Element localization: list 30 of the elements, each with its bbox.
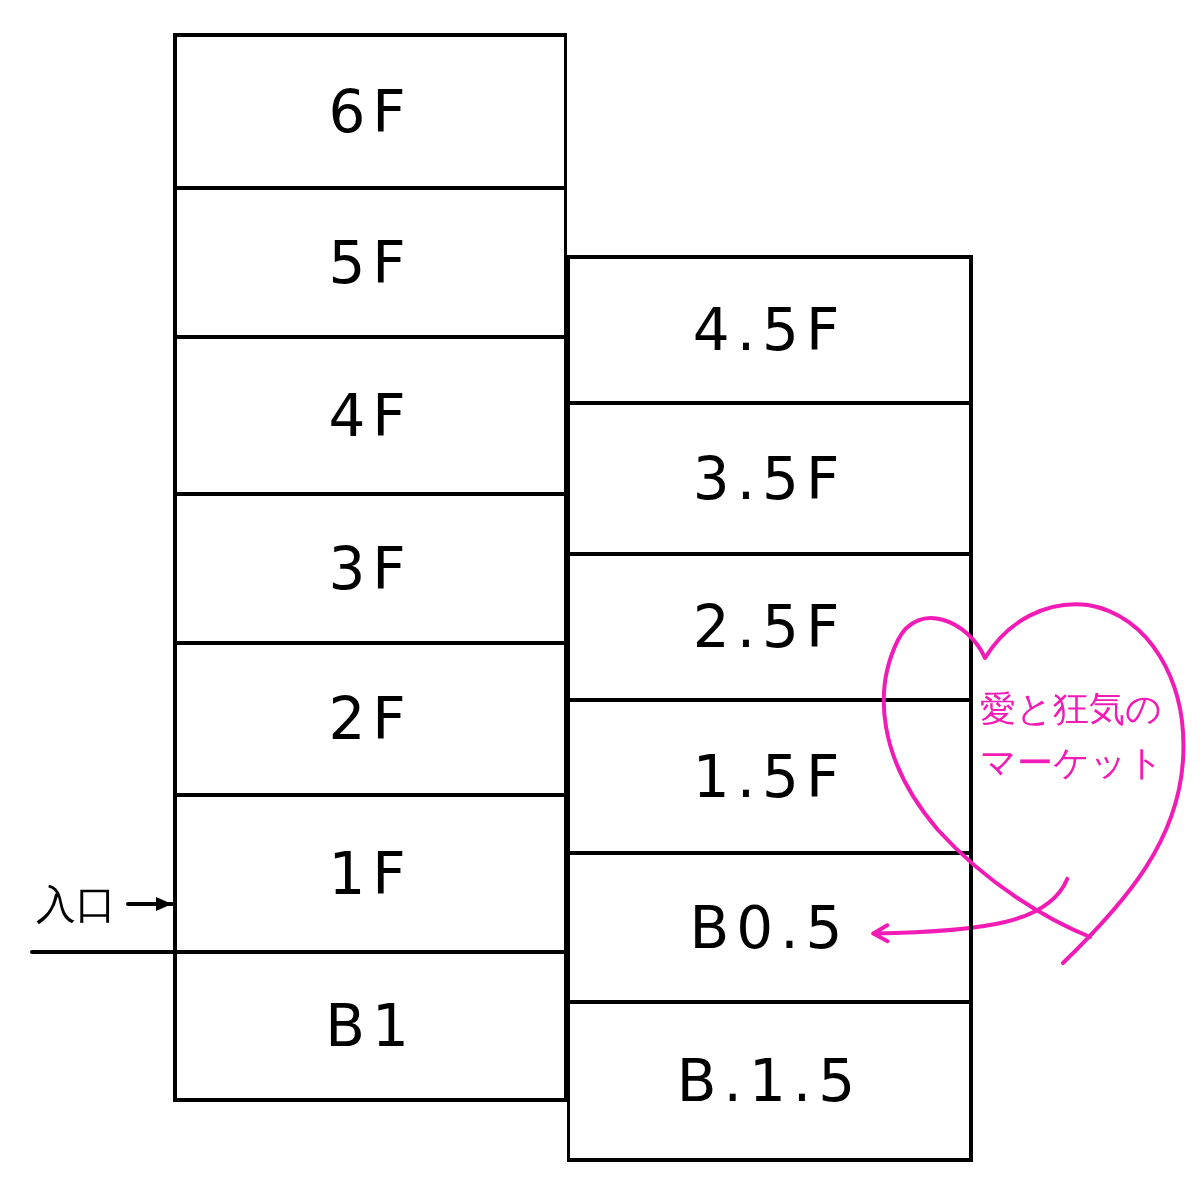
floor-box	[173, 797, 567, 954]
floor-label: B0.5	[689, 898, 850, 957]
floor-label: 1.5F	[692, 747, 847, 806]
floor-box	[173, 645, 567, 797]
floor-label: 3F	[328, 539, 413, 598]
floor-label: 4.5F	[692, 301, 847, 359]
floor-label: B1	[325, 997, 416, 1055]
floor-box	[567, 405, 973, 556]
floor-box	[173, 954, 567, 1102]
floor-box	[173, 339, 567, 496]
floor-label: 4F	[328, 386, 413, 445]
floor-box	[173, 190, 567, 339]
arrow	[871, 876, 1070, 944]
floor-box	[567, 255, 973, 405]
floor-label: B.1.5	[676, 1052, 863, 1110]
floor-label: 6F	[328, 82, 413, 141]
floor-label: 2.5F	[692, 598, 847, 656]
floor-label: 1F	[328, 844, 413, 903]
callout-text: 愛と狂気のマーケット	[980, 687, 1165, 785]
floor-label: 3.5F	[692, 449, 847, 508]
floor-box	[567, 556, 973, 702]
floor-box	[567, 855, 973, 1004]
entrance-label: 入口	[36, 884, 116, 924]
floor-label: 5F	[328, 233, 413, 292]
floor-box	[173, 496, 567, 645]
floor-box	[173, 33, 567, 190]
arrow	[126, 897, 174, 911]
floor-box	[567, 1004, 973, 1162]
floor-label: 2F	[328, 690, 413, 748]
floor-box	[567, 702, 973, 855]
